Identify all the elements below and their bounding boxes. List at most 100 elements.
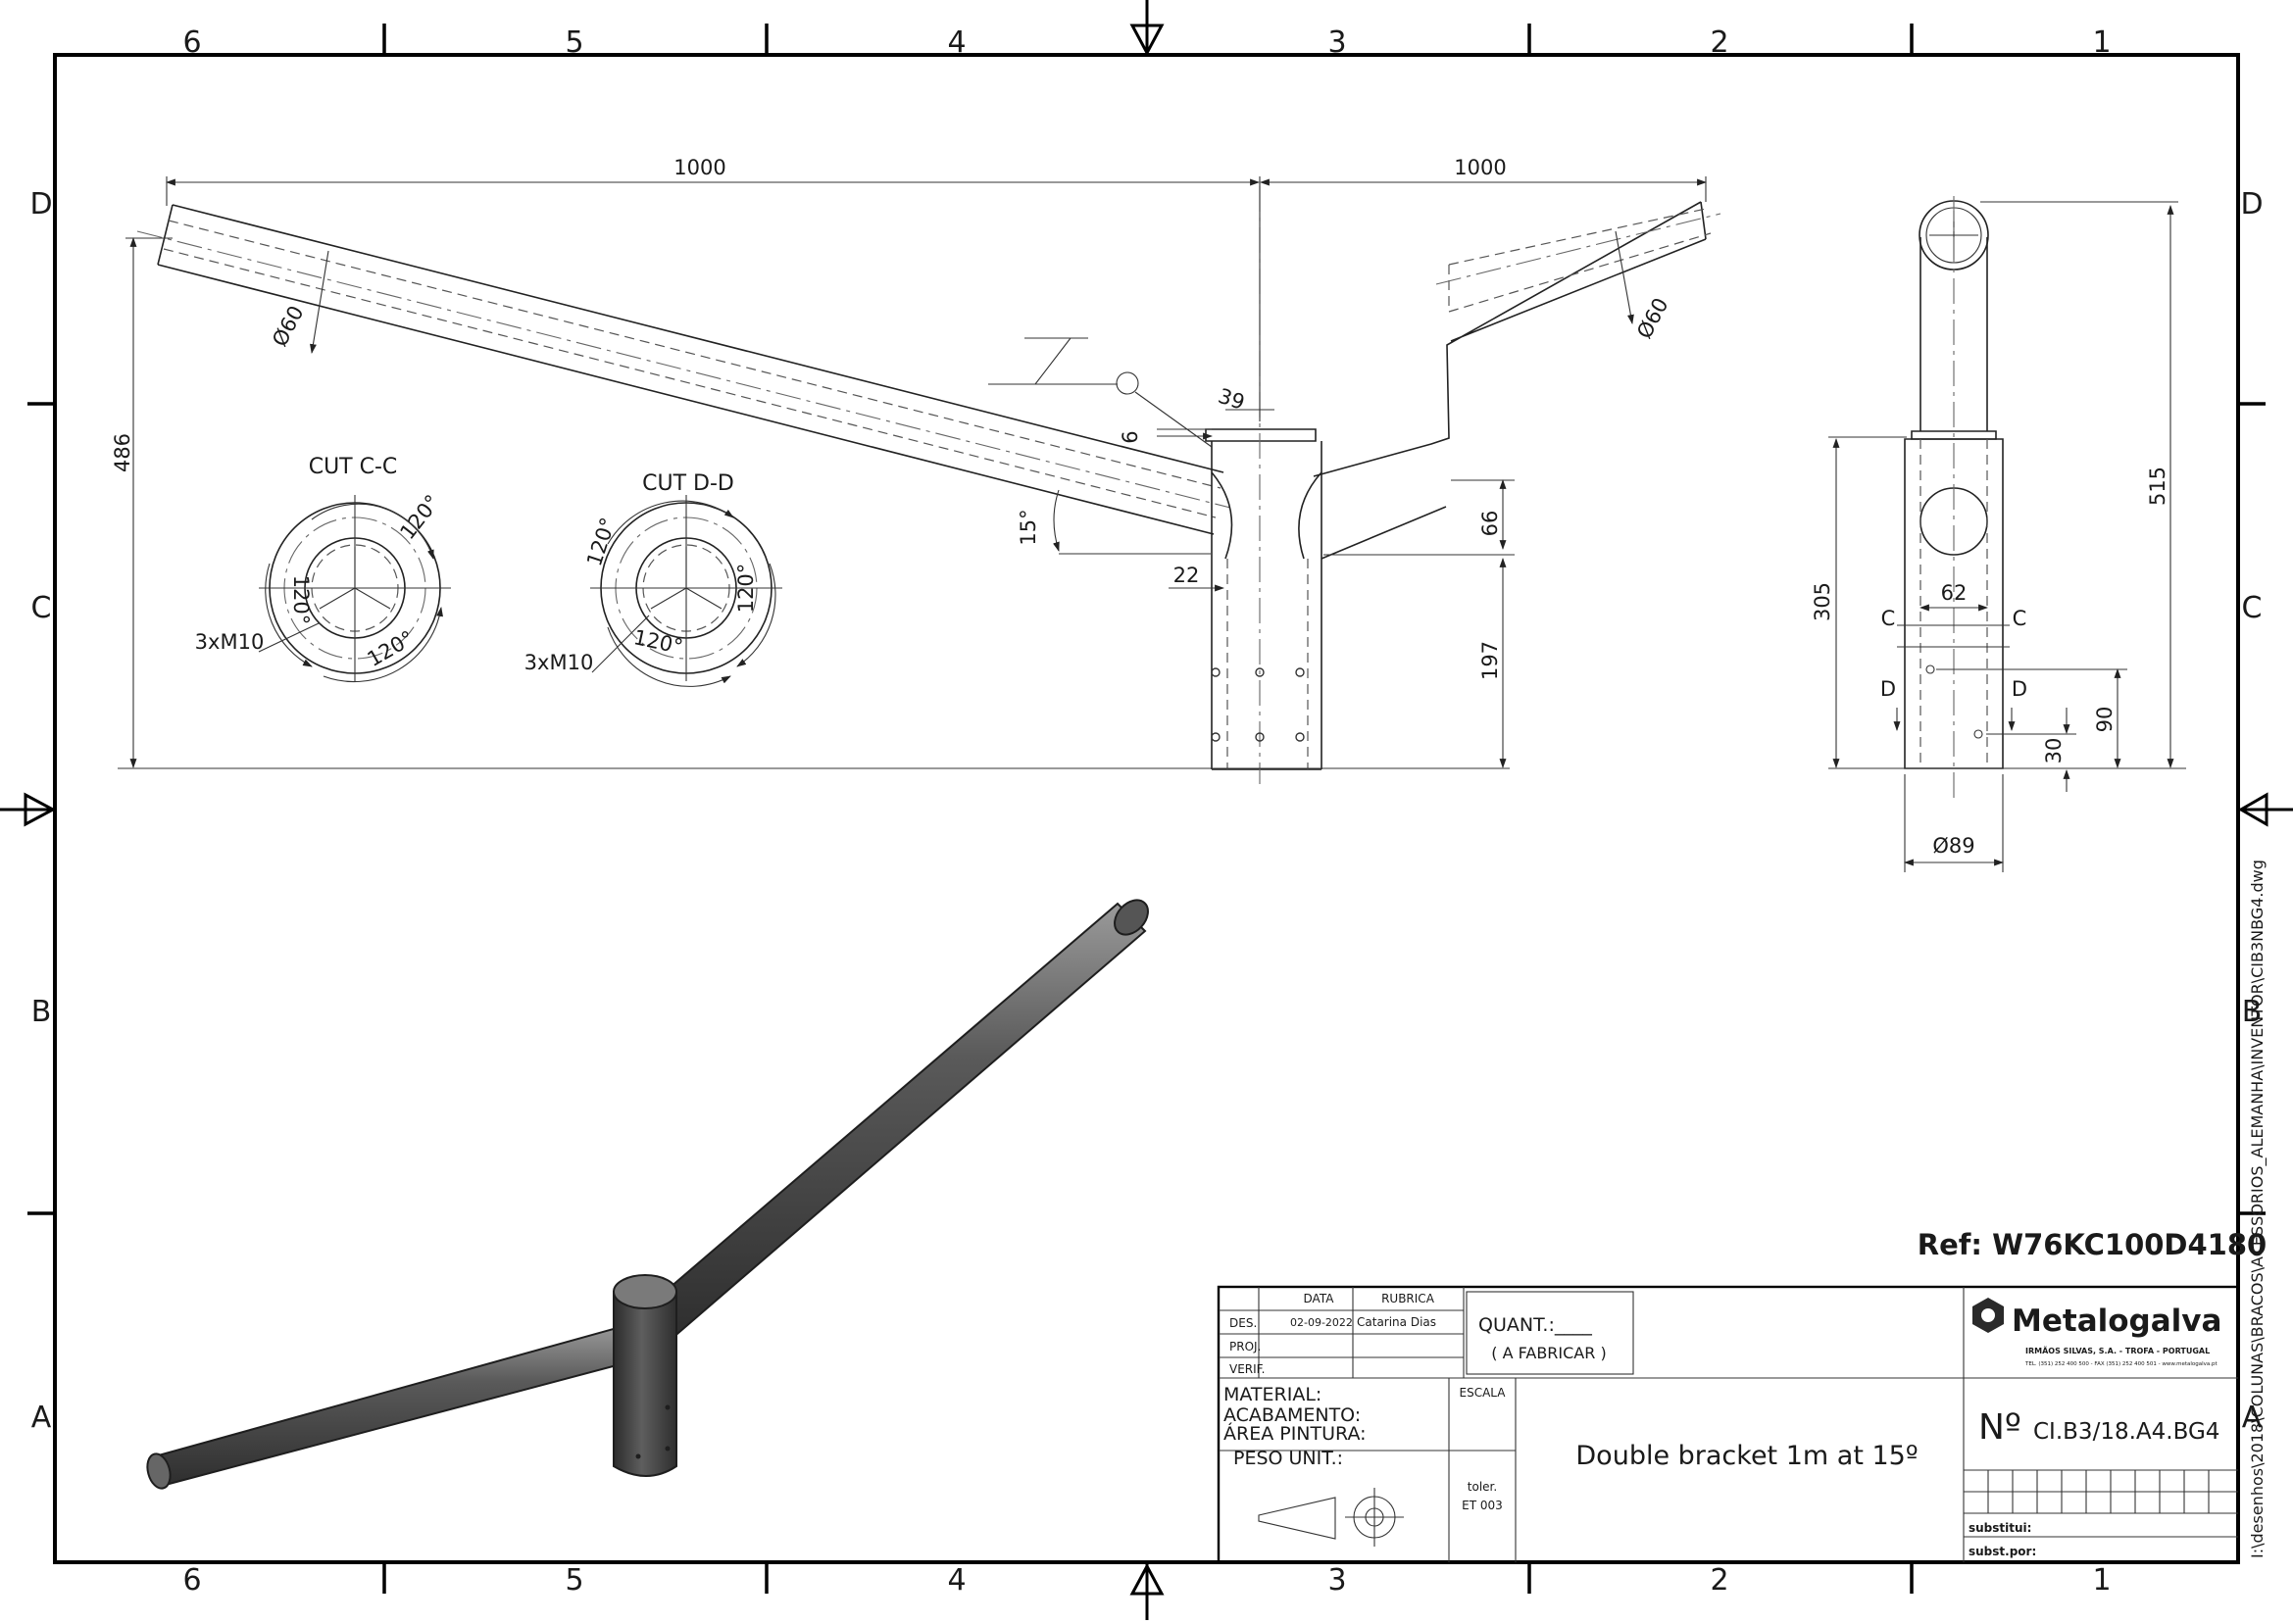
zone-row-b-right: B (2242, 995, 2263, 1029)
tb-description: Double bracket 1m at 15º (1575, 1441, 1918, 1471)
side-dim-base-diameter: Ø89 (1932, 834, 1974, 858)
tb-peso-unit: PESO UNIT.: (1233, 1448, 1343, 1469)
dim-6: 6 (1119, 430, 1142, 443)
isometric-3d-view (146, 899, 1149, 1490)
iso-arm-upper (640, 902, 1147, 1341)
dim-left-diameter: Ø60 (268, 302, 309, 350)
zone-col-6-bottom: 6 (182, 1563, 201, 1598)
dim-197: 197 (1478, 641, 1502, 680)
right-arm-centerline (1435, 213, 1721, 285)
dim-right-diameter: Ø60 (1632, 294, 1673, 342)
file-path: I:\desenhos\2018\COLUNAS\BRACOS\ACESSORI… (2248, 860, 2268, 1558)
tb-escala: ESCALA (1460, 1386, 1507, 1400)
cut-cc-angle-c: 120° (364, 626, 419, 671)
zone-labels: 6 5 4 3 2 1 6 5 4 3 2 1 D C B A D C B A (29, 25, 2263, 1598)
right-arm-outline (1313, 201, 1707, 560)
cut-cc-title: CUT C-C (309, 455, 398, 479)
side-arm (1919, 237, 1988, 431)
zone-row-c-right: C (2242, 591, 2263, 625)
side-dim-90: 90 (2093, 707, 2117, 733)
tb-des-name: Catarina Dias (1357, 1315, 1436, 1329)
cut-dd-title: CUT D-D (642, 471, 734, 496)
zone-row-a-right: A (2242, 1401, 2263, 1435)
reference-code: Ref: W76KC100D4180 (1918, 1228, 2267, 1261)
tb-acabamento: ACABAMENTO: (1223, 1404, 1361, 1426)
cut-dd-angle-c: 120° (631, 625, 684, 659)
zone-col-2-bottom: 2 (1710, 1563, 1728, 1598)
zone-col-3-top: 3 (1327, 25, 1346, 60)
side-view: 515 305 62 90 30 Ø89 C C D D (1811, 196, 2186, 872)
iso-arm-lower (153, 1323, 637, 1488)
left-arm-outline (157, 204, 1224, 535)
zone-col-1-bottom: 1 (2092, 1563, 2111, 1598)
zone-col-5-bottom: 5 (565, 1563, 583, 1598)
cut-dd-angle-b: 120° (734, 564, 758, 614)
tb-company-contact: TEL. (351) 252 400 500 - FAX (351) 252 4… (2024, 1361, 2218, 1367)
post-inner (1226, 559, 1309, 769)
section-c-left: C (1881, 607, 1896, 630)
cut-cc-thread: 3xM10 (195, 630, 265, 654)
tb-area-pintura: ÁREA PINTURA: (1223, 1422, 1367, 1445)
dim-left-arm-length: 1000 (673, 156, 725, 179)
post-joint-curves (1211, 471, 1322, 560)
side-dim-305: 305 (1811, 582, 1834, 621)
tb-row-proj: PROJ. (1229, 1340, 1261, 1353)
weld-circle (1116, 371, 1139, 395)
side-dim-62: 62 (1941, 581, 1968, 605)
dim-66: 66 (1478, 511, 1502, 537)
zone-row-d-right: D (2240, 187, 2263, 221)
cut-dd-section: CUT D-D 120° 120° 120° 3xM10 (524, 471, 782, 687)
left-arm-centerline (136, 230, 1231, 509)
dim-right-arm-length: 1000 (1454, 156, 1506, 179)
tb-number: CI.B3/18.A4.BG4 (2033, 1419, 2219, 1445)
zone-col-3-bottom: 3 (1327, 1563, 1346, 1598)
side-dim-515: 515 (2146, 467, 2169, 506)
post-outline (1211, 441, 1322, 770)
tb-col-data: DATA (1304, 1292, 1335, 1305)
dim-22: 22 (1173, 564, 1200, 587)
zone-row-b-left: B (31, 995, 52, 1029)
tb-subst-por: subst.por: (1969, 1545, 2036, 1558)
metalogalva-logo: Metalogalva IRMÃOS SILVAS, S.A. - TROFA … (1972, 1298, 2221, 1367)
iso-post-cap (613, 1274, 677, 1309)
tb-col-rubrica: RUBRICA (1381, 1292, 1435, 1305)
zone-col-4-top: 4 (947, 25, 966, 60)
cut-cc-angle-b: 120° (289, 575, 313, 625)
zone-row-d-left: D (29, 187, 52, 221)
right-arm-hidden (1448, 208, 1712, 313)
tb-number-prefix: Nº (1978, 1407, 2021, 1448)
tb-substitui: substitui: (1969, 1521, 2031, 1535)
tb-quant-note: ( A FABRICAR ) (1491, 1344, 1606, 1362)
section-d-left: D (1880, 677, 1896, 701)
zone-col-1-top: 1 (2092, 25, 2111, 60)
tb-company: Metalogalva (2012, 1304, 2221, 1339)
tb-row-des: DES. (1229, 1316, 1257, 1330)
zone-col-5-top: 5 (565, 25, 583, 60)
weld-symbol (988, 337, 1213, 448)
post-cap (1205, 428, 1317, 442)
cut-dd-thread: 3xM10 (524, 651, 594, 674)
dim-total-height: 486 (111, 433, 134, 472)
cut-cc-section: CUT C-C 120° 120° 120° 3xM10 (195, 455, 451, 683)
iso-post (613, 1291, 677, 1477)
title-block: DATA RUBRICA DES. PROJ. VERIF. 02-09-202… (1217, 1285, 2240, 1564)
zone-row-c-left: C (31, 591, 52, 625)
tb-row-verif: VERIF. (1229, 1362, 1265, 1376)
tb-company-sub: IRMÃOS SILVAS, S.A. - TROFA - PORTUGAL (2025, 1346, 2210, 1355)
tb-quant: QUANT.:____ (1478, 1314, 1592, 1336)
tb-toler-val: ET 003 (1462, 1499, 1503, 1512)
zone-col-6-top: 6 (182, 25, 201, 60)
dim-angle: 15° (1017, 509, 1040, 545)
zone-col-2-top: 2 (1710, 25, 1728, 60)
section-c-right: C (2013, 607, 2027, 630)
zone-row-a-left: A (31, 1401, 52, 1435)
side-dim-30: 30 (2042, 738, 2066, 764)
tb-toler: toler. (1468, 1480, 1497, 1494)
left-arm-inner (163, 220, 1221, 518)
section-d-right: D (2012, 677, 2027, 701)
drawing-frame (53, 53, 2240, 1564)
zone-col-4-bottom: 4 (947, 1563, 966, 1598)
